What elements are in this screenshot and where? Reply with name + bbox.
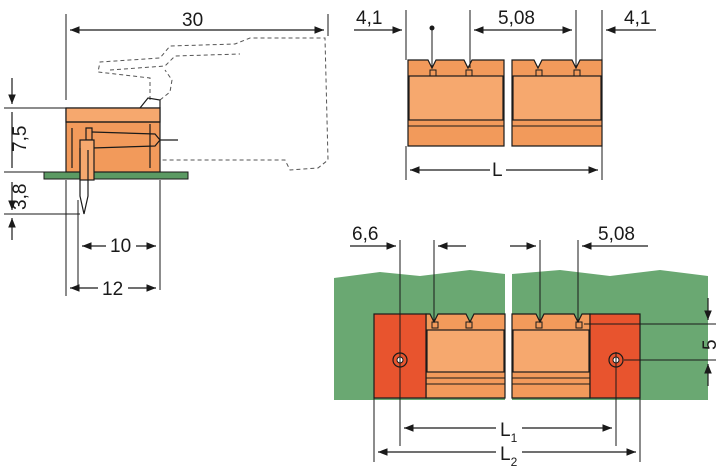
dim-3-8-label: 3,8 bbox=[10, 184, 31, 210]
mating-plug-outline bbox=[97, 37, 329, 171]
dim-12-label: 12 bbox=[102, 279, 123, 300]
dim-5-label: 5 bbox=[700, 339, 720, 350]
dim-6-6-label: 6,6 bbox=[352, 224, 378, 245]
dim-5-08-top-label: 5,08 bbox=[498, 8, 535, 29]
front-view-top: 4,1 5,08 4,1 L bbox=[354, 8, 656, 181]
dim-L2-label: L2 bbox=[500, 444, 518, 469]
dim-5-08-bottom-label: 5,08 bbox=[598, 224, 635, 245]
pcb-side bbox=[43, 171, 189, 180]
side-view: 30 7,5 3,8 10 12 bbox=[4, 10, 329, 300]
dim-L-label: L bbox=[492, 160, 503, 181]
dim-30-label: 30 bbox=[182, 10, 203, 31]
dim-4-1-right-label: 4,1 bbox=[624, 8, 650, 29]
dim-10-label: 10 bbox=[110, 236, 131, 257]
dim-L1-label: L1 bbox=[500, 420, 518, 445]
front-view-flange: 6,6 5,08 5 L1 L2 bbox=[334, 224, 720, 469]
dim-4-1-left-label: 4,1 bbox=[356, 8, 382, 29]
dim-7-5-label: 7,5 bbox=[10, 126, 31, 152]
